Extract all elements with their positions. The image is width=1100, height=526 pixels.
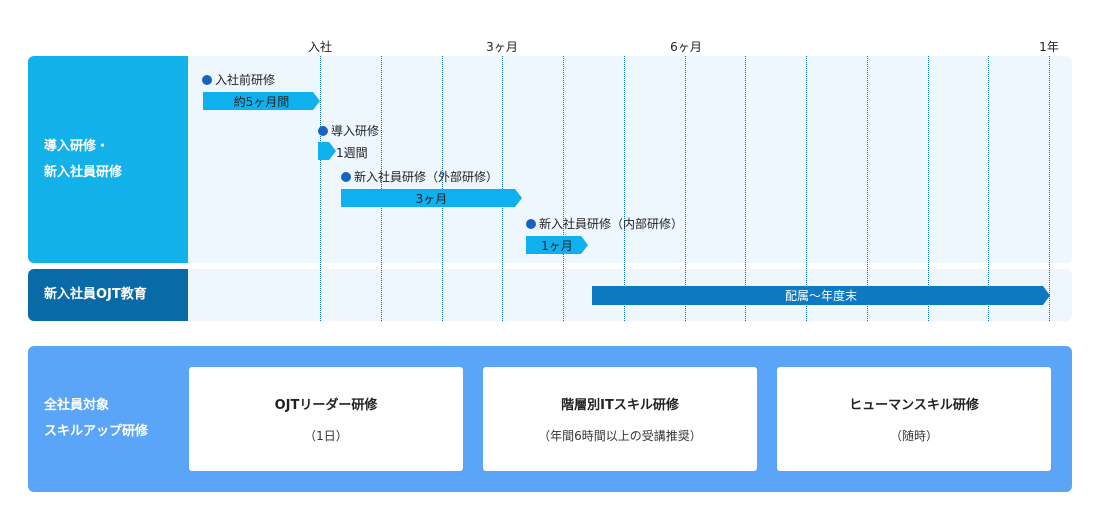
training-label-line-2: 新入社員研修 (44, 164, 123, 180)
month-grid-line (624, 56, 625, 321)
ojt-period-bar: 配属〜年度末 (592, 286, 1050, 305)
new-hire-external-training-bar: 3ヶ月 (341, 189, 522, 207)
new-hire-internal-training-bar: 1ヶ月 (526, 236, 588, 254)
ojt-period-text: 配属〜年度末 (784, 289, 857, 303)
new-hire-external-training-name: 新入社員研修（外部研修） (354, 170, 499, 184)
ojt-row-label: 新入社員OJT教育 (28, 269, 188, 321)
card-it-skill-training: 階層別ITスキル研修 （年間6時間以上の受講推奨） (483, 367, 757, 471)
card-human-skill-title: ヒューマンスキル研修 (849, 398, 979, 413)
bullet-dot-icon (526, 218, 536, 229)
pre-join-training-name: 入社前研修 (215, 73, 276, 87)
bullet-dot-icon (202, 74, 212, 85)
card-it-skill-sub: （年間6時間以上の受講推奨） (538, 429, 702, 443)
skillup-label-line-1: 全社員対象 (44, 398, 110, 413)
intro-training-name: 導入研修 (331, 124, 380, 138)
tick-join: 入社 (307, 40, 333, 54)
month-grid-line (745, 56, 746, 321)
card-ojt-leader-sub: （1日） (304, 429, 348, 443)
card-human-skill-sub: （随時） (889, 429, 938, 443)
card-ojt-leader-title: OJTリーダー研修 (274, 398, 378, 413)
card-it-skill-title: 階層別ITスキル研修 (561, 398, 679, 413)
card-ojt-leader-training: OJTリーダー研修 （1日） (189, 367, 463, 471)
month-grid-line (806, 56, 807, 321)
month-grid-line (442, 56, 443, 321)
month-grid-line (988, 56, 989, 321)
training-row-label: 導入研修・ 新入社員研修 (28, 56, 188, 263)
skillup-label: 全社員対象 スキルアップ研修 (28, 346, 188, 492)
month-grid-line (320, 56, 321, 321)
new-hire-external-training-label: 新入社員研修（外部研修） (341, 168, 498, 185)
pre-join-training-bar: 約5ヶ月間 (203, 92, 320, 110)
new-hire-internal-training-duration: 1ヶ月 (541, 238, 573, 253)
intro-training-duration: 1週間 (336, 146, 368, 160)
pre-join-training-label: 入社前研修 (202, 71, 275, 88)
training-row-panel (28, 56, 1072, 263)
training-label-line-1: 導入研修・ (44, 138, 110, 154)
month-grid-line (867, 56, 868, 321)
card-human-skill-training: ヒューマンスキル研修 （随時） (777, 367, 1051, 471)
tick-3-months: 3ヶ月 (486, 40, 518, 54)
new-hire-internal-training-name: 新入社員研修（内部研修） (539, 217, 684, 231)
month-grid-line (928, 56, 929, 321)
bullet-dot-icon (341, 171, 351, 182)
month-grid-line (685, 56, 686, 321)
month-grid-line (502, 56, 503, 321)
intro-training-bar (318, 142, 336, 160)
tick-1-year: 1年 (1039, 40, 1059, 54)
month-grid-line (563, 56, 564, 321)
new-hire-external-training-duration: 3ヶ月 (415, 191, 448, 206)
new-hire-internal-training-label: 新入社員研修（内部研修） (526, 215, 683, 232)
tick-6-months: 6ヶ月 (670, 40, 702, 54)
month-grid-line (1049, 56, 1050, 321)
skillup-label-line-2: スキルアップ研修 (44, 424, 149, 439)
bullet-dot-icon (318, 125, 328, 136)
intro-training-label: 導入研修 (318, 122, 379, 139)
month-grid-line (381, 56, 382, 321)
pre-join-training-duration: 約5ヶ月間 (233, 94, 290, 109)
ojt-label-text: 新入社員OJT教育 (44, 287, 147, 302)
